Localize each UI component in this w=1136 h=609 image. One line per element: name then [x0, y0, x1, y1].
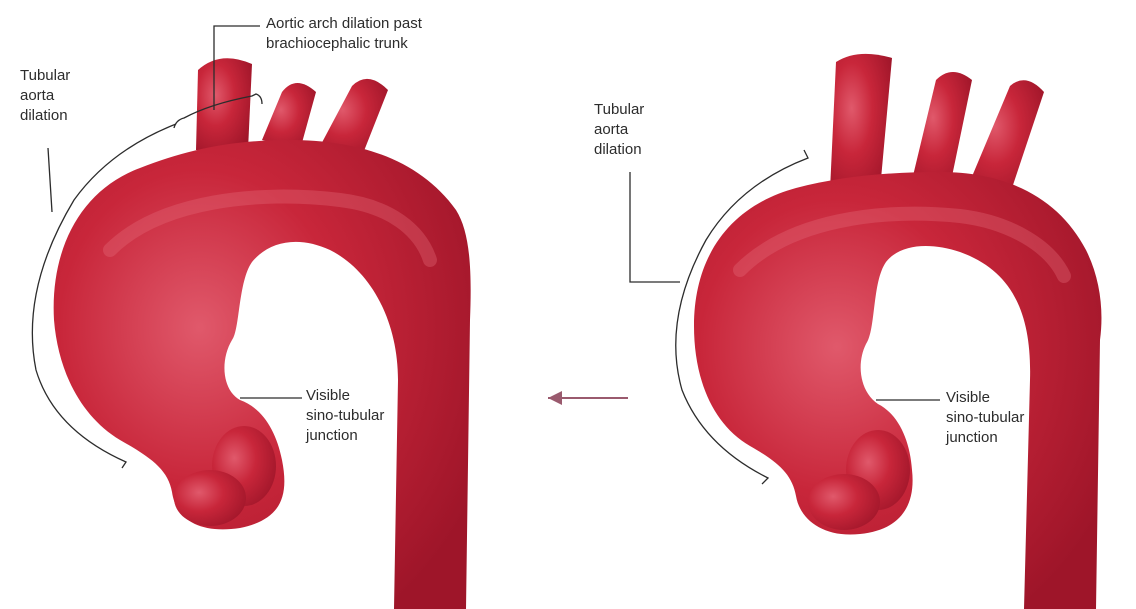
left-carotid-branch	[262, 83, 316, 150]
right-aorta	[694, 54, 1101, 609]
left-arch-label-line2: brachiocephalic trunk	[266, 34, 422, 54]
right-aortic-arch	[694, 172, 1101, 609]
right-brachiocephalic-branch	[830, 54, 892, 190]
right-tubular-label-line3: dilation	[594, 140, 644, 160]
right-stj-label: Visible sino-tubular junction	[946, 388, 1024, 448]
right-tubular-dilation-label: Tubular aorta dilation	[594, 100, 644, 160]
left-aortic-sinus-lower	[174, 470, 246, 526]
right-tubular-leader	[630, 172, 680, 282]
left-aorta	[54, 58, 471, 609]
left-stj-label-line1: Visible	[306, 386, 384, 406]
left-tubular-label-line2: aorta	[20, 86, 70, 106]
left-stj-label: Visible sino-tubular junction	[306, 386, 384, 446]
right-stj-label-line2: sino-tubular	[946, 408, 1024, 428]
right-stj-label-line1: Visible	[946, 388, 1024, 408]
left-arrow-icon	[548, 391, 628, 405]
left-stj-label-line3: junction	[306, 426, 384, 446]
left-brachiocephalic-branch	[196, 58, 252, 150]
left-tubular-label-line1: Tubular	[20, 66, 70, 86]
left-aortic-arch	[54, 140, 471, 609]
left-arch-dilation-label: Aortic arch dilation past brachiocephali…	[266, 14, 422, 54]
left-arch-label-line1: Aortic arch dilation past	[266, 14, 422, 34]
right-aortic-sinus-lower	[808, 474, 880, 530]
right-stj-label-line3: junction	[946, 428, 1024, 448]
left-tubular-label-line3: dilation	[20, 106, 70, 126]
left-tubular-dilation-label: Tubular aorta dilation	[20, 66, 70, 126]
right-tubular-label-line2: aorta	[594, 120, 644, 140]
left-stj-label-line2: sino-tubular	[306, 406, 384, 426]
right-carotid-branch	[912, 72, 972, 186]
left-tubular-leader	[48, 148, 52, 212]
right-tubular-label-line1: Tubular	[594, 100, 644, 120]
